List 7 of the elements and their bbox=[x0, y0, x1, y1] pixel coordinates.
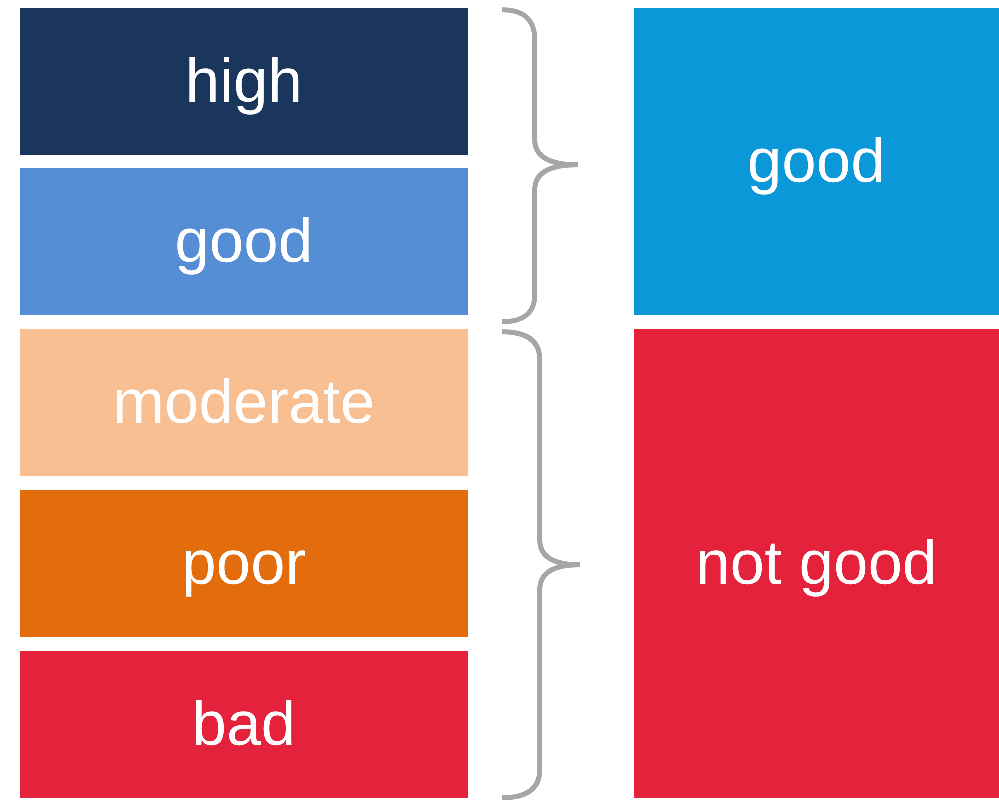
rating-box: good bbox=[20, 168, 468, 315]
rating-box: moderate bbox=[20, 329, 468, 476]
rating-box: poor bbox=[20, 490, 468, 637]
rating-box: high bbox=[20, 8, 468, 155]
rating-box: good bbox=[634, 8, 999, 315]
rating-box: bad bbox=[20, 651, 468, 798]
rating-box: not good bbox=[634, 329, 999, 798]
